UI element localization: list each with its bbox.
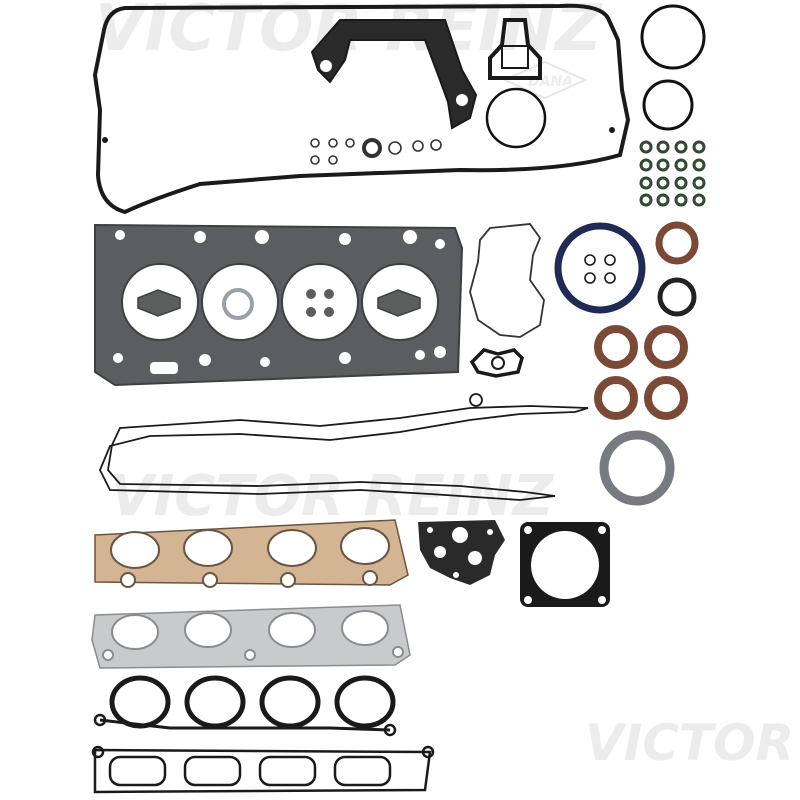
timing-cover-gasket xyxy=(310,19,478,130)
intake-manifold-gasket-rubber xyxy=(93,675,397,737)
exhaust-manifold-gasket xyxy=(94,519,409,588)
shaft-seals xyxy=(594,221,699,506)
valve-stem-seals xyxy=(639,140,706,207)
o-ring-large-2 xyxy=(642,79,694,131)
timing-chain-cover-gasket xyxy=(99,393,589,501)
o-ring-medium xyxy=(485,87,547,149)
o-rings xyxy=(310,4,706,165)
o-ring-large-1 xyxy=(640,4,706,70)
intake-plenum-gasket xyxy=(91,745,435,794)
throttle-body-gasket xyxy=(520,522,610,607)
cylinder-bore-2 xyxy=(201,263,279,341)
valve-cover-gasket xyxy=(92,3,631,215)
oil-pump-gasket xyxy=(469,223,545,378)
watermark-brand-bottom-right: VICTOR xyxy=(585,714,794,772)
water-outlet-gasket xyxy=(488,18,542,80)
rear-main-seal xyxy=(554,222,646,314)
watermark-brand-mid: VICTOR REINZ xyxy=(110,464,555,529)
intake-manifold-gasket-steel xyxy=(91,604,411,669)
cylinder-bore-3 xyxy=(281,263,359,341)
cylinder-head-gasket xyxy=(94,223,464,387)
egr-gasket xyxy=(418,520,505,585)
